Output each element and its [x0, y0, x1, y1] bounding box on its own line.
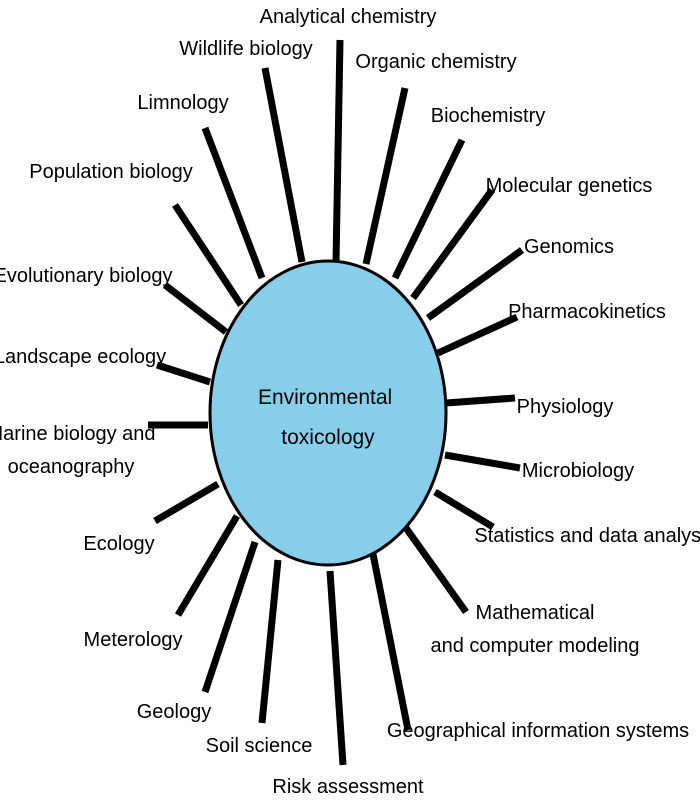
discipline-label: Ecology — [83, 533, 154, 555]
discipline-spoke — [444, 451, 521, 472]
discipline-label-line: Population biology — [29, 161, 192, 183]
discipline-spoke — [172, 203, 244, 307]
discipline-label-line: Biochemistry — [431, 105, 545, 127]
discipline-label-line: Pharmacokinetics — [508, 301, 666, 323]
discipline-label-line: Risk assessment — [272, 776, 424, 798]
discipline-spoke — [162, 282, 229, 335]
discipline-label: Evolutionary biology — [0, 265, 173, 287]
discipline-label-line: Analytical chemistry — [260, 6, 437, 28]
discipline-label-line: Microbiology — [522, 460, 634, 482]
discipline-label-line: Statistics and data analysis — [474, 525, 700, 547]
discipline-label: Geographical information systems — [387, 720, 689, 742]
discipline-label-line: and computer modeling — [430, 635, 639, 657]
discipline-spoke — [368, 548, 412, 731]
discipline-spoke — [332, 39, 344, 263]
discipline-label: Pharmacokinetics — [508, 301, 666, 323]
discipline-label-line: Wildlife biology — [179, 38, 312, 60]
discipline-spoke — [445, 394, 516, 407]
discipline-label: Microbiology — [522, 460, 634, 482]
discipline-label: Wildlife biology — [179, 38, 312, 60]
discipline-label-line: Genomics — [524, 236, 614, 258]
discipline-label-line: Molecular genetics — [486, 175, 653, 197]
discipline-spoke — [433, 489, 495, 530]
discipline-label: Biochemistry — [431, 105, 545, 127]
discipline-label-line: oceanography — [8, 456, 135, 478]
discipline-label-line: Limnology — [137, 92, 228, 114]
discipline-label: Meterology — [84, 629, 183, 651]
discipline-spoke — [410, 187, 495, 301]
discipline-label-line: Evolutionary biology — [0, 265, 173, 287]
discipline-spoke — [201, 540, 259, 694]
discipline-label: Limnology — [137, 92, 228, 114]
discipline-label: Mathematical and computer modeling — [430, 602, 639, 657]
discipline-label: Physiology — [517, 396, 614, 418]
discipline-label-line: Meterology — [84, 629, 183, 651]
discipline-spoke — [326, 570, 347, 766]
discipline-spoke — [403, 525, 469, 615]
discipline-label-line: Landscape ecology — [0, 346, 166, 368]
discipline-spoke — [436, 313, 519, 357]
discipline-label-line: Soil science — [206, 735, 313, 757]
discipline-label-line: Marine biology and — [0, 423, 156, 445]
discipline-spoke — [261, 67, 306, 263]
discipline-label: Marine biology and oceanography — [0, 423, 156, 478]
discipline-label-line: Geology — [137, 701, 212, 723]
discipline-spoke — [425, 247, 525, 321]
discipline-label-line: Organic chemistry — [355, 51, 516, 73]
discipline-label: Landscape ecology — [0, 346, 166, 368]
discipline-label-line: Physiology — [517, 396, 614, 418]
discipline-label: Analytical chemistry — [260, 6, 437, 28]
discipline-spoke — [201, 126, 266, 280]
discipline-label: Molecular genetics — [486, 175, 653, 197]
discipline-label: Statistics and data analysis — [474, 525, 700, 547]
discipline-label: Risk assessment — [272, 776, 424, 798]
discipline-label: Geology — [137, 701, 212, 723]
center-label-line: Environmental — [258, 386, 392, 409]
discipline-spoke — [155, 361, 212, 386]
discipline-label: Population biology — [29, 161, 192, 183]
discipline-label: Genomics — [524, 236, 614, 258]
discipline-spoke — [258, 559, 282, 724]
center-hub — [208, 259, 448, 567]
discipline-spoke — [362, 87, 409, 265]
discipline-label-line: Ecology — [83, 533, 154, 555]
discipline-label-line: Geographical information systems — [387, 720, 689, 742]
discipline-label: Organic chemistry — [355, 51, 516, 73]
discipline-spoke — [174, 514, 241, 617]
discipline-label: Soil science — [206, 735, 313, 757]
discipline-spoke — [153, 480, 220, 525]
center-label: Environmental toxicology — [258, 386, 398, 449]
discipline-spoke — [391, 138, 466, 280]
discipline-label-line: Mathematical — [476, 602, 595, 624]
center-label-line: toxicology — [281, 426, 375, 449]
spokes-group — [148, 39, 525, 766]
